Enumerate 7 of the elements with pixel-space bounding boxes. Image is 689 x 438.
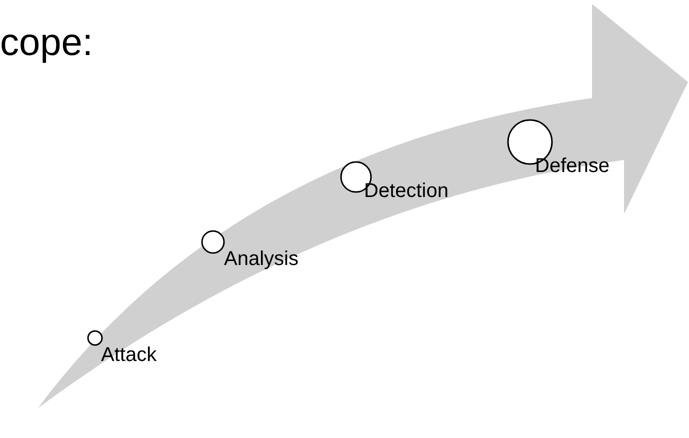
stage-label: Attack (101, 344, 157, 367)
stage-circle (201, 230, 225, 254)
stage-label: Defense (535, 155, 610, 178)
stage-label: Analysis (224, 248, 298, 271)
stage-circle (87, 330, 103, 346)
heading-text: cope: (0, 22, 93, 65)
stage-label: Detection (364, 180, 448, 203)
